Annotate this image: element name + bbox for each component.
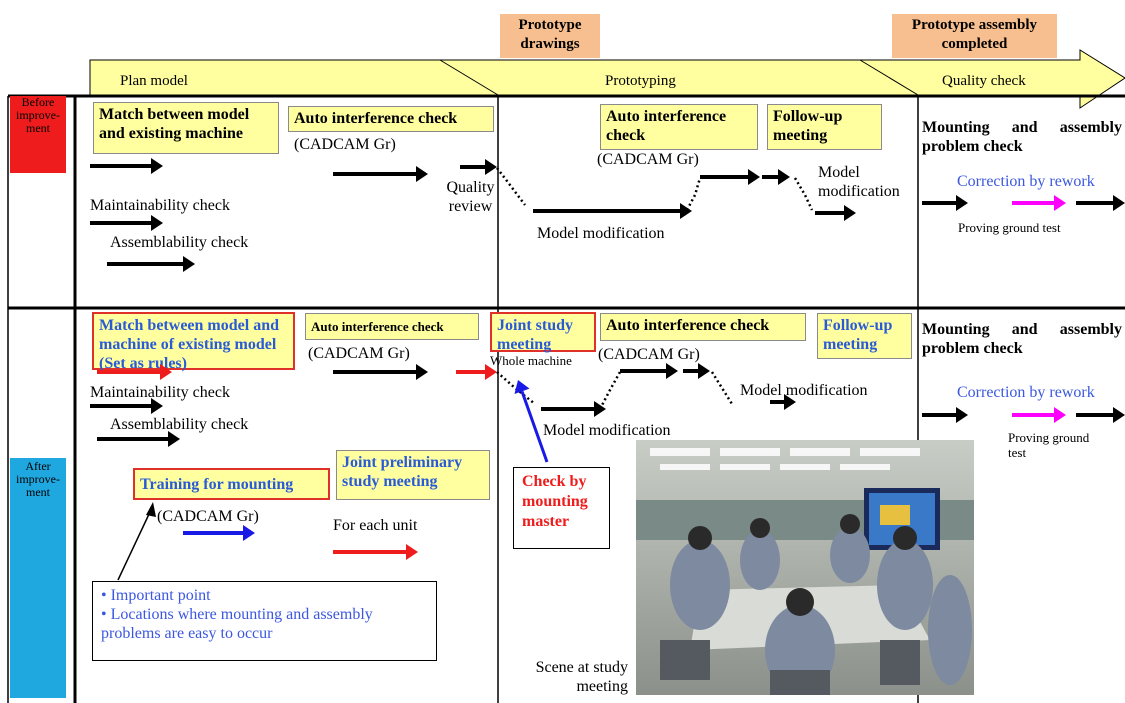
arrow-after-unit — [333, 544, 418, 560]
arrow-before-cadcam — [333, 166, 428, 182]
arrow-after-cadcam — [333, 364, 428, 380]
after-important-point-box: • Important point • Locations where moun… — [92, 581, 437, 661]
arrow-before-mid — [700, 169, 760, 185]
before-model-modification-2: Model modification — [818, 164, 900, 200]
phase-plan-model: Plan model — [120, 73, 188, 89]
arrow-after-mid — [620, 363, 678, 379]
after-photo-caption: Scene at study meeting — [535, 659, 628, 695]
dotted-after-2 — [598, 371, 622, 410]
milestone-prototype-drawings: Prototype drawings — [500, 14, 600, 58]
after-mounting-check: Mounting and assembly problem check — [922, 321, 1122, 357]
arrow-after-red — [456, 364, 497, 380]
before-quality-review: Quality review — [446, 179, 495, 215]
arrow-before-model — [815, 205, 856, 221]
before-model-modification-1: Model modification — [537, 225, 665, 242]
after-correction: Correction by rework — [957, 384, 1095, 401]
after-model-modification-2: Model modification — [543, 422, 671, 439]
after-training-box: Training for mounting — [133, 468, 330, 500]
arrow-after-qc2 — [1012, 407, 1066, 423]
arrow-before-modmod — [533, 203, 692, 219]
after-auto-interference-box-2: Auto interference check — [600, 313, 806, 341]
arrow-after-model — [770, 394, 796, 410]
after-assemblability: Assemblability check — [110, 416, 249, 433]
after-cadcam-2: (CADCAM Gr) — [598, 346, 700, 363]
arrow-before-qc2 — [1012, 195, 1066, 211]
arrow-after-assemb — [97, 431, 180, 447]
before-auto-interference-box-1: Auto interference check — [288, 106, 494, 132]
after-model-modification-1: Model modification — [740, 382, 868, 399]
arrow-after-qc1 — [922, 407, 968, 423]
after-cadcam-1: (CADCAM Gr) — [308, 345, 410, 362]
arrow-after-follow — [683, 363, 710, 379]
arrow-after-qc3 — [1076, 407, 1125, 423]
arrow-before-qc1 — [922, 195, 968, 211]
dotted-before-3 — [793, 177, 814, 211]
before-match-box: Match between model and existing machine — [93, 102, 279, 154]
after-auto-interference-box-1: Auto interference check — [305, 313, 479, 340]
arrow-after-training — [183, 525, 255, 541]
after-joint-study-box: Joint study meeting — [490, 312, 596, 353]
before-cadcam-1: (CADCAM Gr) — [294, 136, 396, 153]
after-follow-up-box: Follow-up meeting — [817, 313, 912, 359]
milestone-prototype-assembly-completed: Prototype assembly completed — [892, 14, 1057, 58]
arrow-before-match — [90, 158, 163, 174]
after-for-each-unit: For each unit — [333, 517, 418, 534]
after-joint-preliminary-box: Joint preliminary study meeting — [336, 450, 490, 500]
before-maintainability: Maintainability check — [90, 197, 230, 214]
arrow-before-maint — [90, 215, 163, 231]
dotted-after-3 — [710, 371, 734, 405]
arrow-before-assemb — [107, 256, 195, 272]
phase-quality-check: Quality check — [942, 73, 1026, 89]
after-improvement-tag: After improve-ment — [10, 458, 66, 698]
arrow-after-modmod — [541, 401, 606, 417]
arrow-before-qc3 — [1076, 195, 1125, 211]
after-check-by-master-box: Check by mounting master — [513, 467, 610, 549]
after-match-box: Match between model and machine of exist… — [92, 312, 295, 372]
arrow-after-maint — [90, 398, 163, 414]
before-correction: Correction by rework — [957, 173, 1095, 190]
arrow-after-match — [97, 364, 172, 380]
after-proving: Proving ground test — [1008, 430, 1090, 460]
phase-divider-1 — [439, 59, 499, 96]
phase-prototyping: Prototyping — [605, 73, 676, 89]
dotted-before-2 — [685, 177, 702, 211]
after-cadcam-3: (CADCAM Gr) — [157, 508, 259, 525]
before-assemblability: Assemblability check — [110, 234, 249, 251]
before-mounting-check: Mounting and assembly problem check — [922, 119, 1122, 155]
arrow-before-quality — [460, 159, 497, 175]
before-cadcam-2: (CADCAM Gr) — [597, 151, 699, 168]
before-proving: Proving ground test — [958, 220, 1061, 235]
dotted-after-1 — [496, 371, 536, 405]
before-follow-up-box: Follow-up meeting — [767, 104, 882, 150]
arrow-before-follow — [762, 169, 790, 185]
after-whole-machine: Whole machine — [490, 353, 572, 368]
arrow-check-master — [514, 380, 549, 463]
before-auto-interference-box-2: Auto interference check — [600, 104, 758, 150]
arrow-important-point — [117, 502, 156, 581]
phase-divider-2 — [859, 59, 919, 96]
after-maintainability: Maintainability check — [90, 384, 230, 401]
dotted-before-1 — [496, 167, 526, 206]
before-improvement-tag: Before improve-ment — [10, 96, 66, 173]
